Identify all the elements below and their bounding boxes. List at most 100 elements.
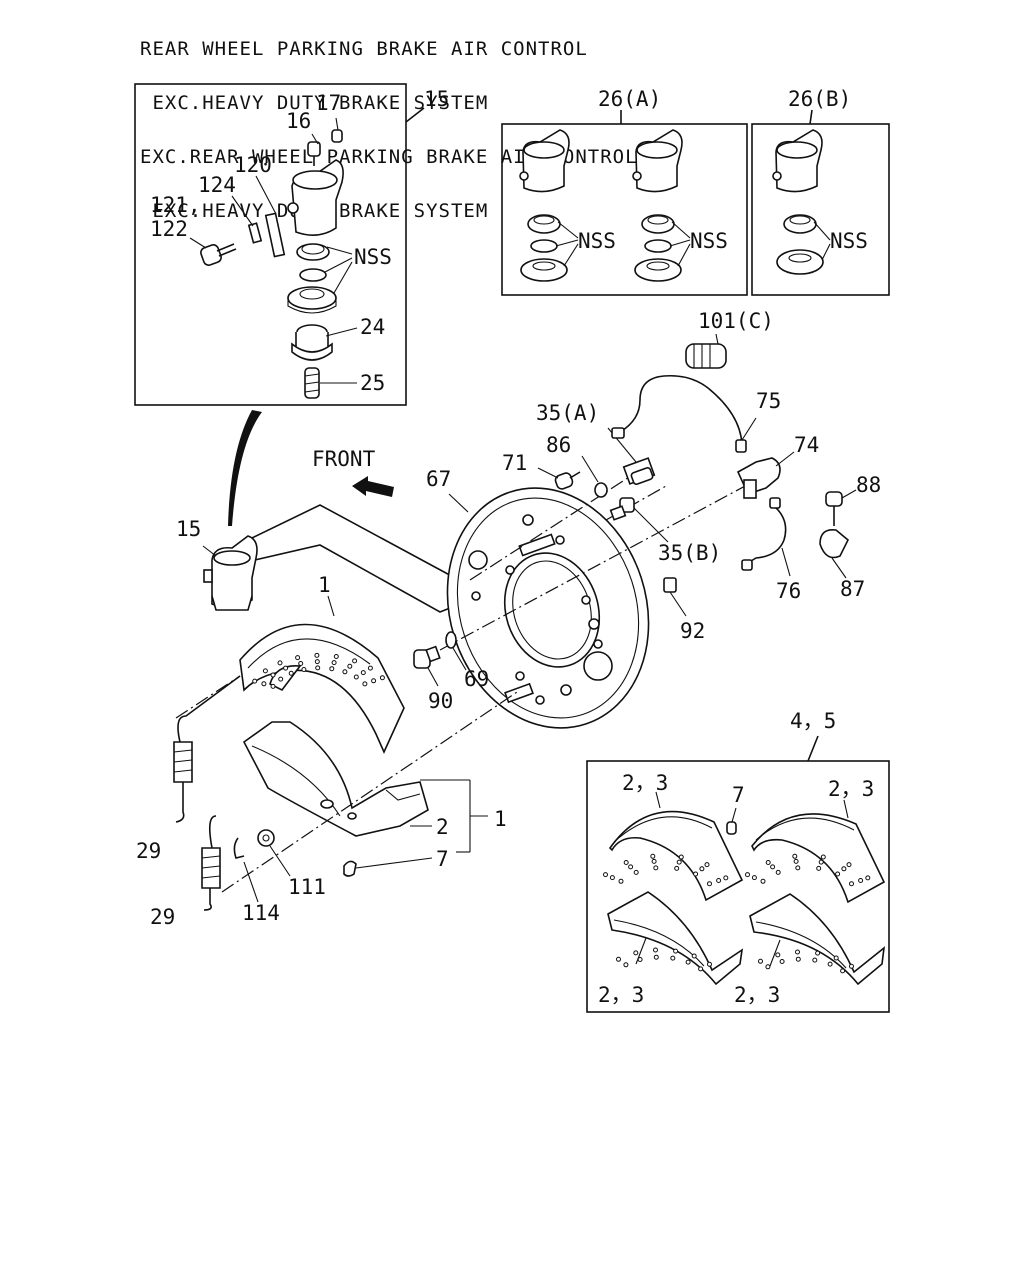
rivet-hole [270, 672, 276, 678]
rivet-hole [616, 956, 621, 962]
bolt-88 [825, 489, 857, 526]
rivet-hole [270, 683, 276, 689]
rivet-hole [314, 659, 320, 665]
rivet-hole [637, 957, 643, 962]
rivet-hole [650, 853, 656, 859]
rivet-hole [329, 666, 335, 672]
rivet-hole [815, 950, 821, 956]
washer-69 [445, 631, 467, 671]
rivet-hole [314, 652, 320, 658]
label-nss-4: NSS [830, 229, 868, 253]
rivet-hole [816, 865, 822, 871]
rivet-hole [673, 948, 679, 954]
rivet-hole [653, 954, 659, 960]
inset-box-chamber [134, 83, 425, 406]
rivet-hole [716, 878, 722, 883]
rivet-hole [818, 859, 824, 865]
bolt-35b [609, 497, 669, 543]
rivet-hole [618, 878, 624, 884]
label-7: 7 [436, 847, 449, 871]
rivet-hole [765, 860, 771, 865]
rivet-hole [252, 678, 258, 684]
label-124: 124 [198, 173, 236, 197]
diagram-header: REAR WHEEL PARKING BRAKE AIR CONTROL EXC… [140, 4, 638, 256]
rivet-hole [261, 681, 267, 687]
rivet-hole [846, 862, 852, 868]
label-76: 76 [776, 579, 801, 603]
rivet-hole [379, 675, 385, 681]
label-2-3-upper-left: 2，3 [622, 771, 668, 795]
rivet-hole [371, 678, 377, 684]
bolt-121-122 [189, 237, 237, 266]
label-111: 111 [288, 875, 326, 899]
label-1-upper: 1 [318, 573, 331, 597]
rivet-hole [674, 865, 680, 871]
rivet-hole [775, 952, 781, 958]
label-2-3-lower-left: 2，3 [598, 983, 644, 1007]
connector-101c [685, 333, 727, 369]
label-74: 74 [794, 433, 819, 457]
rivet-hole [676, 859, 682, 865]
label-2-3-upper-right: 2，3 [828, 777, 874, 801]
rivet-hole [840, 968, 846, 974]
brake-chamber-15 [202, 535, 258, 611]
screw-16 [307, 141, 321, 166]
rivet-hole [751, 875, 757, 881]
bolt-90 [413, 645, 441, 687]
label-87: 87 [840, 577, 865, 601]
lining-upper-right [751, 799, 886, 904]
rivet-hole [623, 860, 629, 865]
rivet-hole [820, 854, 826, 860]
spring-25 [304, 367, 320, 399]
rivet-holes [252, 652, 871, 974]
rivet-hole [360, 670, 366, 676]
rivet-hole [298, 661, 304, 666]
label-122: 122 [150, 217, 188, 241]
rivet-hole [849, 881, 854, 887]
rivet-hole [833, 955, 839, 961]
label-88: 88 [856, 473, 881, 497]
rivet-hole [775, 869, 781, 875]
label-71: 71 [502, 451, 527, 475]
label-1-right: 1 [494, 807, 507, 831]
rivet-hole [770, 864, 776, 870]
rivet-hole [315, 665, 321, 671]
rivet-hole [685, 959, 691, 965]
label-35b: 35(B) [658, 541, 721, 565]
rivet-hole [827, 961, 833, 967]
rivet-hole [795, 956, 801, 962]
front-label: FRONT [312, 447, 376, 471]
label-nss-2: NSS [578, 229, 616, 253]
chamber-26a-left [519, 129, 579, 282]
rivet-hole [670, 955, 676, 961]
rivet-hole [707, 961, 712, 967]
label-120: 120 [234, 153, 272, 177]
rivet-hole [704, 862, 710, 868]
rivet-hole [301, 667, 307, 672]
rivet-hole [331, 660, 337, 666]
return-spring-29-upper [173, 675, 241, 823]
screw-17 [331, 129, 343, 143]
rivet-hole [633, 950, 639, 956]
rivet-hole [651, 858, 657, 864]
label-17: 17 [316, 91, 341, 115]
rivet-hole [745, 872, 750, 878]
rivet-hole [793, 858, 799, 864]
rivet-hole [835, 871, 841, 877]
wear-sensor-74 [736, 451, 795, 499]
rivet-hole [792, 853, 798, 859]
rivet-hole [278, 676, 284, 682]
rivet-hole [760, 878, 766, 884]
rivet-hole [288, 670, 294, 676]
rivet-hole [723, 875, 729, 881]
brake-shoe-lower [242, 721, 429, 837]
bolt-71 [537, 467, 581, 490]
rivet-hole [362, 681, 368, 687]
label-35a: 35(A) [536, 401, 599, 425]
rivet-hole [283, 665, 289, 671]
rivet-hole [277, 660, 283, 666]
label-29-upper: 29 [136, 839, 161, 863]
plate-124 [231, 195, 263, 244]
